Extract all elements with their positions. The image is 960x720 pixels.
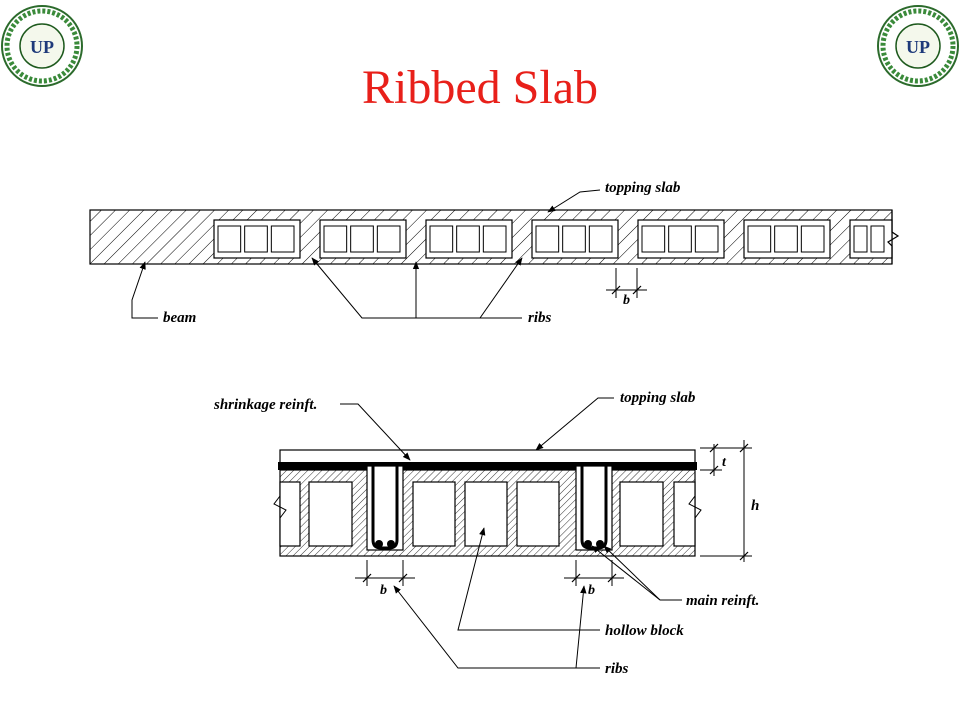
label-topping-slab: topping slab	[620, 390, 696, 406]
top-block-cell	[244, 225, 268, 253]
detail-hollow-blocks	[308, 481, 664, 547]
top-block-cell	[694, 225, 719, 253]
top-block-cell	[588, 225, 613, 253]
top-block-cell	[350, 225, 374, 253]
top-section-view: topping slab beam ribs b	[89, 180, 900, 326]
university-logo-right: UP	[877, 5, 959, 87]
top-hollow-blocks	[213, 219, 893, 259]
top-block-cell	[774, 225, 798, 253]
label-ribs: ribs	[605, 661, 629, 677]
top-block-cell	[270, 225, 295, 253]
label-h: h	[751, 498, 759, 514]
shrinkage-reinforcement	[278, 462, 697, 470]
page-title: Ribbed Slab	[362, 61, 598, 114]
top-block-cell	[456, 225, 480, 253]
top-block-cell	[870, 225, 885, 253]
label-t: t	[722, 455, 727, 470]
label-shrinkage-reinft: shrinkage reinft.	[213, 397, 317, 413]
label-hollow-block: hollow block	[605, 623, 684, 639]
top-block-cell	[641, 225, 666, 253]
top-block-cell	[482, 225, 507, 253]
logo-text-left: UP	[30, 37, 54, 57]
top-block-cell	[668, 225, 692, 253]
top-block-cell	[376, 225, 401, 253]
top-label-topping-slab: topping slab	[605, 180, 681, 196]
top-block-cell	[853, 225, 868, 253]
label-main-reinft: main reinft.	[686, 593, 759, 609]
label-b-left: b	[380, 583, 387, 598]
label-b-right: b	[588, 583, 595, 598]
top-block-cell	[800, 225, 825, 253]
detail-ribs	[366, 465, 613, 551]
top-block-cell	[535, 225, 560, 253]
top-label-ribs: ribs	[528, 310, 552, 326]
top-block-cell	[747, 225, 772, 253]
logo-text-right: UP	[906, 37, 930, 57]
university-logo-left: UP	[1, 5, 83, 87]
top-block-cell	[562, 225, 586, 253]
top-block-cell	[323, 225, 348, 253]
top-block-cell	[217, 225, 242, 253]
top-label-b: b	[623, 293, 630, 308]
bottom-detail-view: shrinkage reinft. topping slab t h b b	[213, 390, 759, 677]
top-block-cell	[429, 225, 454, 253]
top-label-beam: beam	[163, 310, 196, 326]
